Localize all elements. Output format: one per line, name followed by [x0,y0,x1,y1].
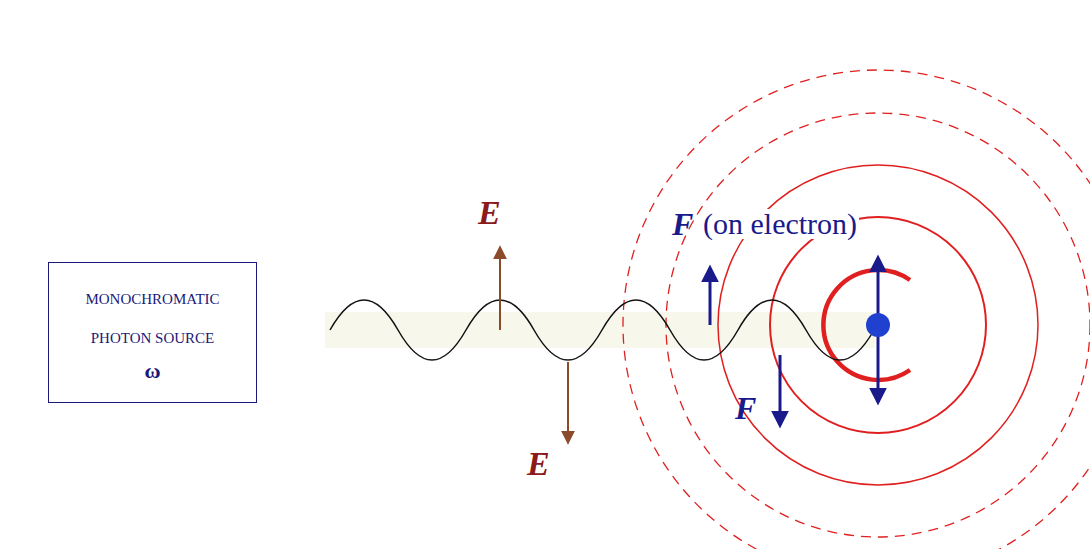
force-label: F [735,392,756,424]
field-label: E [527,447,550,481]
light-wave [330,300,874,360]
field-label: E [478,196,501,230]
e-field-arrow [567,362,569,442]
inner-wavefront [823,270,910,380]
electron [866,313,890,337]
force-arrow [709,268,712,325]
dashed-wavefront [666,113,1090,537]
force-label: F [672,208,693,240]
force-note: (on electron) [701,209,859,239]
e-field-arrow [499,248,501,330]
wave-glow [325,312,875,348]
scattered-waves [623,70,1090,549]
force-arrow [779,355,782,425]
source-name: MONOCHROMATIC PHOTON SOURCE [78,280,228,358]
dashed-wavefront [623,70,1090,549]
frequency-symbol: ω [144,358,160,384]
source-box: MONOCHROMATIC PHOTON SOURCEω [48,262,257,403]
